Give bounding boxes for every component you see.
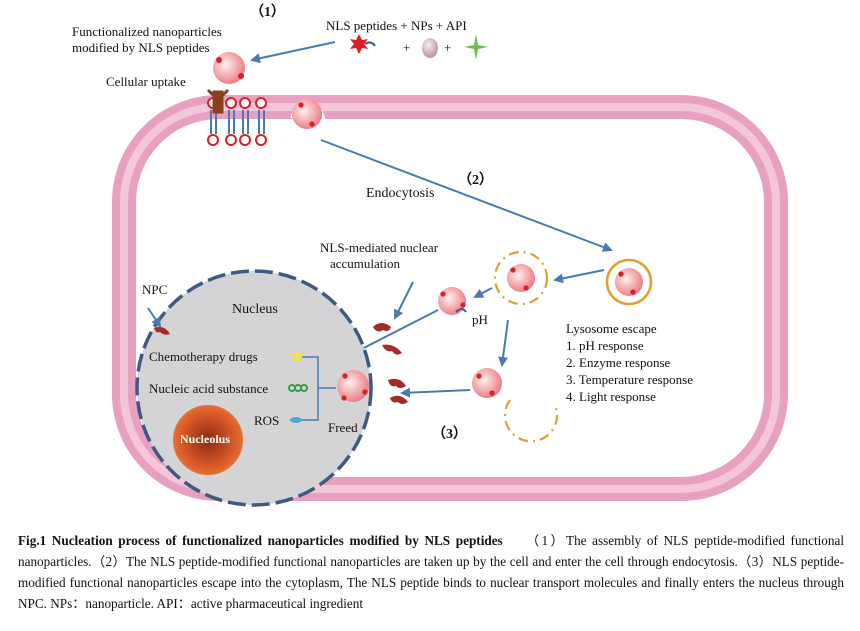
nls-nanoparticle-diagram: （1） Functionalized nanoparticles modifie… <box>72 5 788 507</box>
lysosome-escape-list: Lysosome escape 1. pH response 2. Enzyme… <box>566 320 693 405</box>
caption-title: Fig.1 Nucleation process of functionaliz… <box>18 533 503 548</box>
nanoparticle-escaped <box>472 368 502 398</box>
nls-mediated-label-line1: NLS-mediated nuclear <box>320 240 439 255</box>
components-label: NLS peptides + NPs + API <box>326 18 467 33</box>
lysosome-escape-item: 2. Enzyme response <box>566 355 671 370</box>
functionalized-label-line2: modified by NLS peptides <box>72 40 210 55</box>
diagram-canvas <box>112 34 788 507</box>
lysosome-escape-title: Lysosome escape <box>566 321 657 336</box>
arrow-endocytosis <box>320 139 613 252</box>
lysosome-escaping <box>493 250 549 306</box>
payload-ros: ROS <box>254 413 280 428</box>
lysosome-remnant <box>503 399 559 443</box>
nls-mediated-label-line2: accumulation <box>330 256 401 271</box>
plus-sign-2: + <box>444 40 452 55</box>
cellular-uptake-label: Cellular uptake <box>106 74 186 89</box>
nanoparticle-freed <box>337 370 369 402</box>
receptor-icon <box>206 88 230 114</box>
arrow-nls-accumulation <box>394 281 414 320</box>
nanoparticle-component-icon <box>422 38 438 58</box>
api-star-icon <box>464 34 488 60</box>
arrow-lysosome-1 <box>553 269 605 284</box>
npc-label: NPC <box>142 282 168 297</box>
step-3-label: （3） <box>432 427 467 442</box>
nanoparticle-ph <box>438 287 467 315</box>
payload-chemotherapy: Chemotherapy drugs <box>149 349 258 364</box>
nucleolus-label: Nucleolus <box>180 432 231 446</box>
functionalized-label-line1: Functionalized nanoparticles <box>72 24 222 39</box>
functionalized-nanoparticle-top <box>213 52 245 84</box>
chemotherapy-drug-icon <box>289 349 305 363</box>
peptide-tail-icon <box>364 41 376 47</box>
membrane-receptors <box>207 97 267 146</box>
plus-sign-1: + <box>403 40 411 55</box>
nucleolus <box>173 405 243 475</box>
arrow-lysosome-2 <box>473 287 493 298</box>
arrow-npc <box>147 307 162 328</box>
lysosome-escape-item: 4. Light response <box>566 389 656 404</box>
figure-caption: Fig.1 Nucleation process of functionaliz… <box>18 530 844 614</box>
ros-icon <box>290 417 302 423</box>
freed-label: Freed <box>328 420 358 435</box>
nucleus-label: Nucleus <box>232 302 278 317</box>
endocytosis-label: Endocytosis <box>366 186 435 201</box>
cell-membrane-highlight <box>120 103 780 493</box>
step-2-label: （2） <box>458 173 493 188</box>
arrow-assembly <box>250 41 336 64</box>
arrow-lysosome-3 <box>498 319 509 367</box>
lysosome-escape-item: 1. pH response <box>566 338 644 353</box>
ph-label: pH <box>472 312 488 327</box>
nanoparticle-uptake <box>290 99 326 129</box>
step-1-label: （1） <box>250 5 285 20</box>
nucleic-acid-icon <box>288 384 308 392</box>
arrow-freed <box>400 387 471 398</box>
arrow-to-nucleus <box>348 309 439 356</box>
nls-peptide-icon <box>350 34 368 54</box>
payload-nucleic-acid: Nucleic acid substance <box>149 381 269 396</box>
npc-pores <box>154 323 408 404</box>
caption-body: （1）The assembly of NLS peptide-modified … <box>18 533 845 611</box>
payload-bracket <box>302 356 336 421</box>
lysosome-escape-item: 3. Temperature response <box>566 372 693 387</box>
lysosome-endocytosed <box>605 258 653 306</box>
